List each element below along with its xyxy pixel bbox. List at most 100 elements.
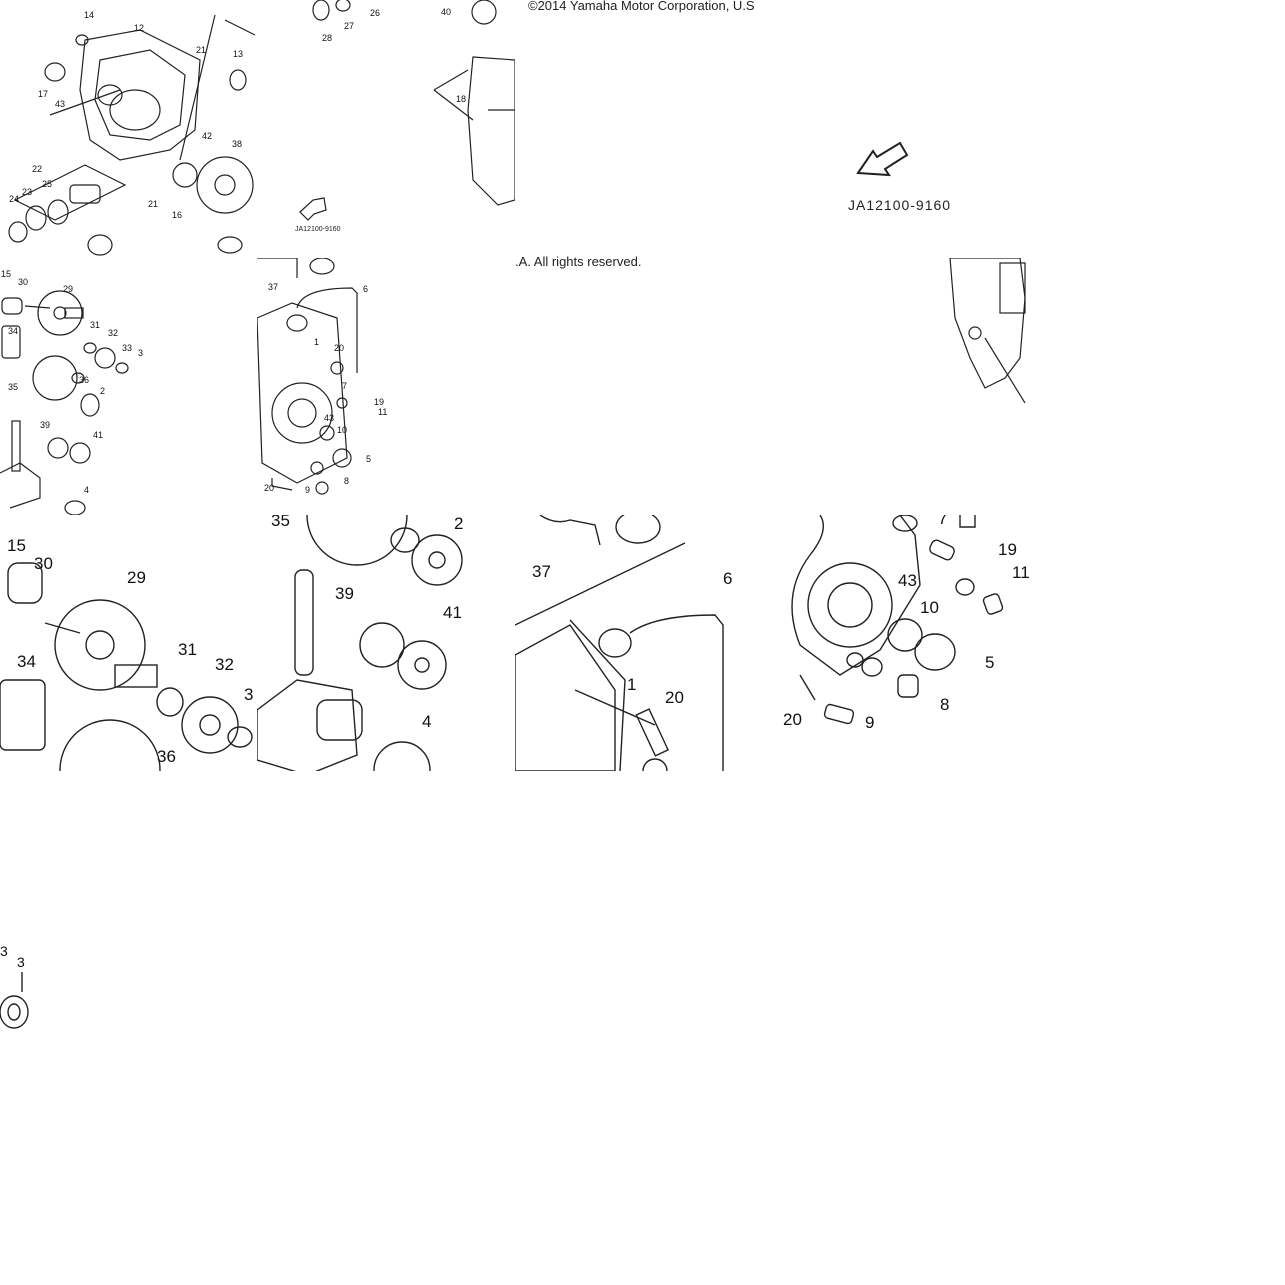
diagram-tile-bottom-left: 15 30 29 34 31 32 3 36 [0, 515, 257, 771]
callout-3a: 3 [0, 943, 8, 959]
callout-23: 23 [22, 187, 33, 197]
callout-19: 19 [374, 397, 385, 407]
callout-34: 34 [17, 652, 36, 671]
exploded-drawing-mid-left [0, 290, 129, 515]
copyright-text-top: ©2014 Yamaha Motor Corporation, U.S [528, 0, 755, 13]
callout-5: 5 [985, 653, 995, 672]
callout-32: 32 [108, 328, 119, 338]
callout-18: 18 [456, 94, 467, 104]
callout-1: 1 [314, 337, 320, 347]
fwd-arrow-large [855, 135, 910, 180]
callout-8: 8 [344, 476, 350, 486]
callout-26: 26 [370, 8, 381, 18]
callout-20b: 20 [783, 710, 802, 729]
callout-38: 38 [232, 139, 243, 149]
diagram-tile-top-left: 14 12 21 13 17 43 42 38 22 23 25 24 21 1… [0, 0, 258, 258]
exploded-drawing-mid-center [257, 258, 358, 495]
diagram-tile-bottom-center-left: 35 2 39 41 4 [257, 515, 515, 771]
diagram-tile-bottom-center-right: 37 6 1 20 [515, 515, 770, 771]
callout-6: 6 [363, 284, 369, 294]
callout-6: 6 [723, 569, 733, 588]
exploded-drawing-bottom-left [0, 562, 253, 771]
callout-2: 2 [100, 386, 106, 396]
callout-40: 40 [441, 7, 452, 17]
callout-21: 21 [196, 45, 207, 55]
callout-27: 27 [344, 21, 355, 31]
callout-12: 12 [134, 23, 145, 33]
diagram-tile-mid-left: 15 30 29 34 31 32 33 3 35 36 2 39 41 4 [0, 258, 257, 515]
diagram-tile-corner: 3 3 [0, 940, 40, 1030]
callout-30: 30 [18, 277, 29, 287]
diagram-tile-mid-right [945, 258, 1030, 403]
callout-31: 31 [90, 320, 101, 330]
callout-11: 11 [1012, 563, 1030, 582]
callout-20b: 20 [264, 483, 275, 493]
diagram-code-small: JA12100-9160 [295, 226, 341, 233]
callout-20a: 20 [665, 688, 684, 707]
callout-3b: 3 [17, 954, 25, 970]
callout-5: 5 [366, 454, 372, 464]
callout-10: 10 [920, 598, 939, 617]
callout-14: 14 [84, 10, 95, 20]
callout-41: 41 [443, 603, 462, 622]
callout-29: 29 [127, 568, 146, 587]
diagram-code: JA12100-9160 [848, 197, 952, 213]
callout-22: 22 [32, 164, 43, 174]
callout-3: 3 [138, 348, 144, 358]
callout-15: 15 [7, 536, 26, 555]
callout-3: 3 [244, 685, 254, 704]
callout-4: 4 [84, 485, 90, 495]
callout-9: 9 [305, 485, 311, 495]
callout-24: 24 [9, 194, 20, 204]
exploded-drawing-corner [0, 972, 29, 1029]
exploded-drawing-top-mid [299, 0, 515, 221]
diagram-tile-top-mid: 26 27 28 40 18 JA12100-9160 [258, 0, 515, 258]
callout-9: 9 [865, 713, 875, 732]
callout-42: 42 [202, 131, 213, 141]
callout-13: 13 [233, 49, 244, 59]
callout-29: 29 [63, 284, 74, 294]
callout-37: 37 [532, 562, 551, 581]
exploded-drawing-bottom-center-left [257, 515, 463, 771]
callout-41: 41 [93, 430, 104, 440]
callout-19: 19 [998, 540, 1017, 559]
callout-35: 35 [8, 382, 19, 392]
callout-36: 36 [157, 747, 176, 766]
callout-17: 17 [38, 89, 49, 99]
callout-25: 25 [42, 179, 53, 189]
callout-32: 32 [215, 655, 234, 674]
callout-35: 35 [271, 515, 290, 530]
callout-28: 28 [322, 33, 333, 43]
callout-37: 37 [268, 282, 279, 292]
callout-8: 8 [940, 695, 950, 714]
diagram-tile-mid-center: 37 6 1 20 7 19 11 43 10 5 20 9 8 [257, 258, 515, 515]
callout-2: 2 [454, 515, 464, 533]
callout-16: 16 [172, 210, 183, 220]
exploded-drawing-bottom-right [791, 515, 1004, 725]
callout-10: 10 [337, 425, 348, 435]
callout-43: 43 [324, 413, 335, 423]
copyright-text-mid: .A. All rights reserved. [515, 254, 642, 269]
callout-7: 7 [342, 381, 348, 391]
callout-15: 15 [1, 269, 12, 279]
callout-11: 11 [378, 407, 388, 417]
fwd-arrow-small-icon [299, 197, 327, 221]
exploded-drawing-top-left [8, 14, 256, 256]
callout-43: 43 [55, 99, 66, 109]
callout-43: 43 [898, 571, 917, 590]
callout-39: 39 [40, 420, 51, 430]
callout-34: 34 [8, 326, 19, 336]
callout-36: 36 [79, 375, 90, 385]
exploded-drawing-bottom-center-right [515, 515, 724, 771]
callout-7: 7 [938, 515, 948, 528]
callout-20a: 20 [334, 343, 345, 353]
callout-21b: 21 [148, 199, 159, 209]
callout-30: 30 [34, 554, 53, 573]
callout-1: 1 [627, 675, 637, 694]
diagram-tile-bottom-right: 7 19 11 43 10 5 8 9 20 [770, 515, 1030, 771]
exploded-drawing-mid-right [949, 258, 1026, 403]
fwd-arrow-icon [856, 141, 909, 177]
callout-33: 33 [122, 343, 133, 353]
callout-31: 31 [178, 640, 197, 659]
callout-4: 4 [422, 712, 432, 731]
